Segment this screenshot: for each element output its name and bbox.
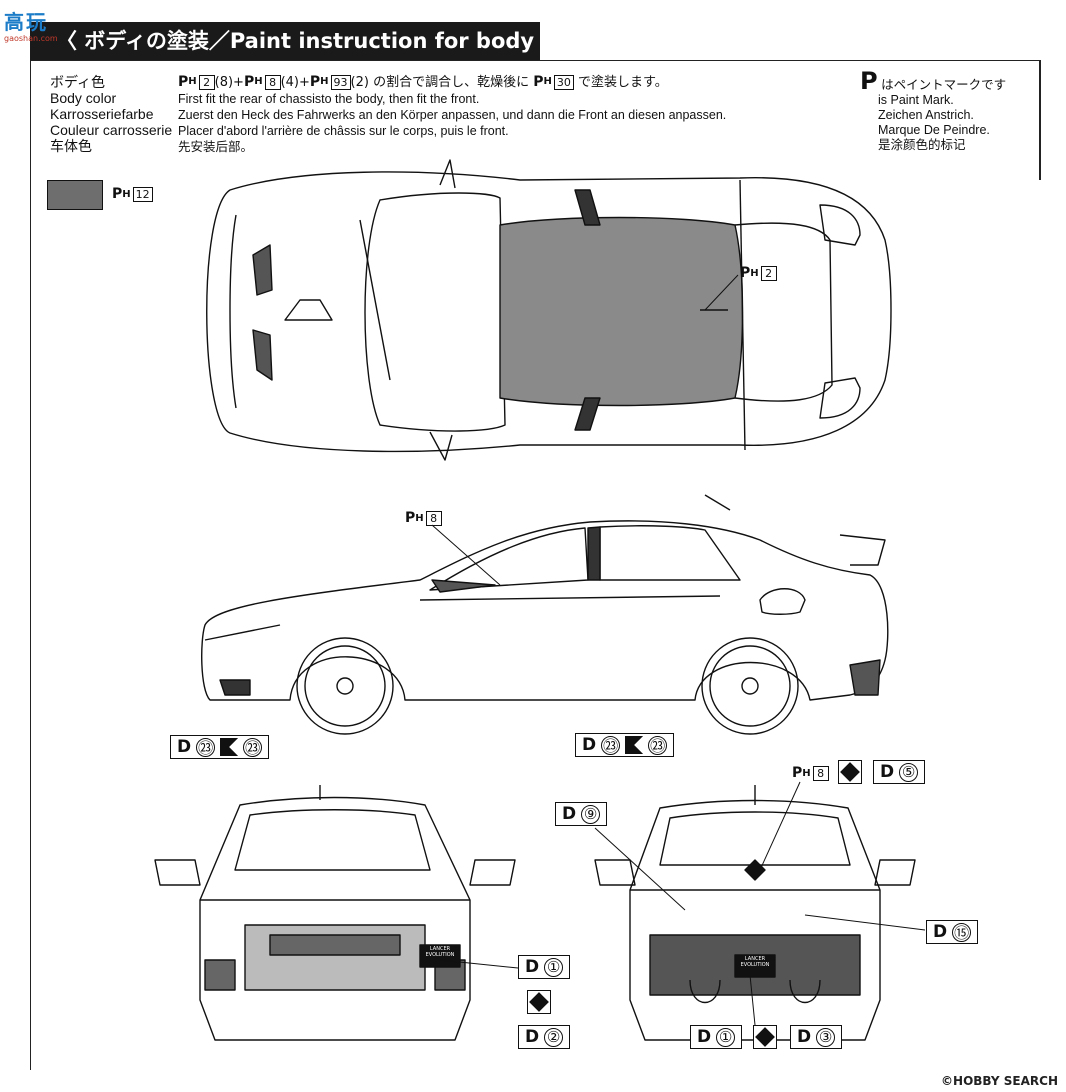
- mirror-icon: [220, 738, 239, 756]
- instruction-cn: 先安装后部。: [178, 140, 254, 154]
- top-view-car: [206, 159, 892, 461]
- diamond-icon: [527, 990, 551, 1014]
- label-de: Karrosseriefarbe: [50, 106, 154, 122]
- instruction-jp-text: (2) の割合で調合し、乾燥後に: [350, 75, 534, 90]
- instruction-en: First fit the rear of chassisto the body…: [178, 92, 480, 106]
- paint-mark-icon: P: [860, 67, 878, 95]
- instruction-jp-text: (4)+: [280, 75, 310, 90]
- mirror-icon: [625, 736, 644, 754]
- legend-jp: はペイントマークです: [881, 78, 1007, 92]
- paint-mark-legend: P はペイントマークです is Paint Mark. Zeichen Anst…: [860, 69, 1007, 153]
- site-watermark: ©HOBBY SEARCH: [941, 1074, 1058, 1088]
- section-frame: [30, 60, 1040, 1070]
- legend-de: Zeichen Anstrich.: [878, 108, 974, 122]
- instruction-fr: Placer d'abord l'arrière de châssis sur …: [178, 124, 509, 138]
- instruction-de: Zuerst den Heck des Fahrwerks an den Kör…: [178, 108, 727, 122]
- diamond-icon: [838, 760, 862, 784]
- legend-cn: 是涂颜色的标记: [878, 138, 966, 152]
- legend-en: is Paint Mark.: [878, 93, 954, 107]
- body-color-swatch: [47, 180, 103, 210]
- label-jp: ボディ色: [50, 74, 106, 90]
- label-fr: Couleur carrosserie: [50, 122, 173, 138]
- label-cn: 车体色: [50, 138, 92, 154]
- rear-view-car: [594, 785, 916, 1041]
- body-color-labels: ボディ色 Body color Karrosseriefarbe Couleur…: [50, 74, 172, 154]
- label-en: Body color: [50, 90, 117, 106]
- frame-corner: [1039, 60, 1041, 180]
- legend-fr: Marque De Peindre.: [878, 123, 990, 137]
- watermark-logo-url: gaoshan.com: [4, 34, 58, 43]
- section-title: 〈 ボディの塗装／Paint instruction for body 〉: [30, 22, 540, 91]
- side-view-car: [201, 494, 889, 735]
- front-view-car: [154, 785, 516, 1041]
- watermark-logo: 高玩: [4, 10, 48, 34]
- diamond-icon: [753, 1025, 777, 1049]
- instruction-jp-text: で塗装します。: [573, 75, 668, 90]
- instruction-jp-text: (8)+: [214, 75, 244, 90]
